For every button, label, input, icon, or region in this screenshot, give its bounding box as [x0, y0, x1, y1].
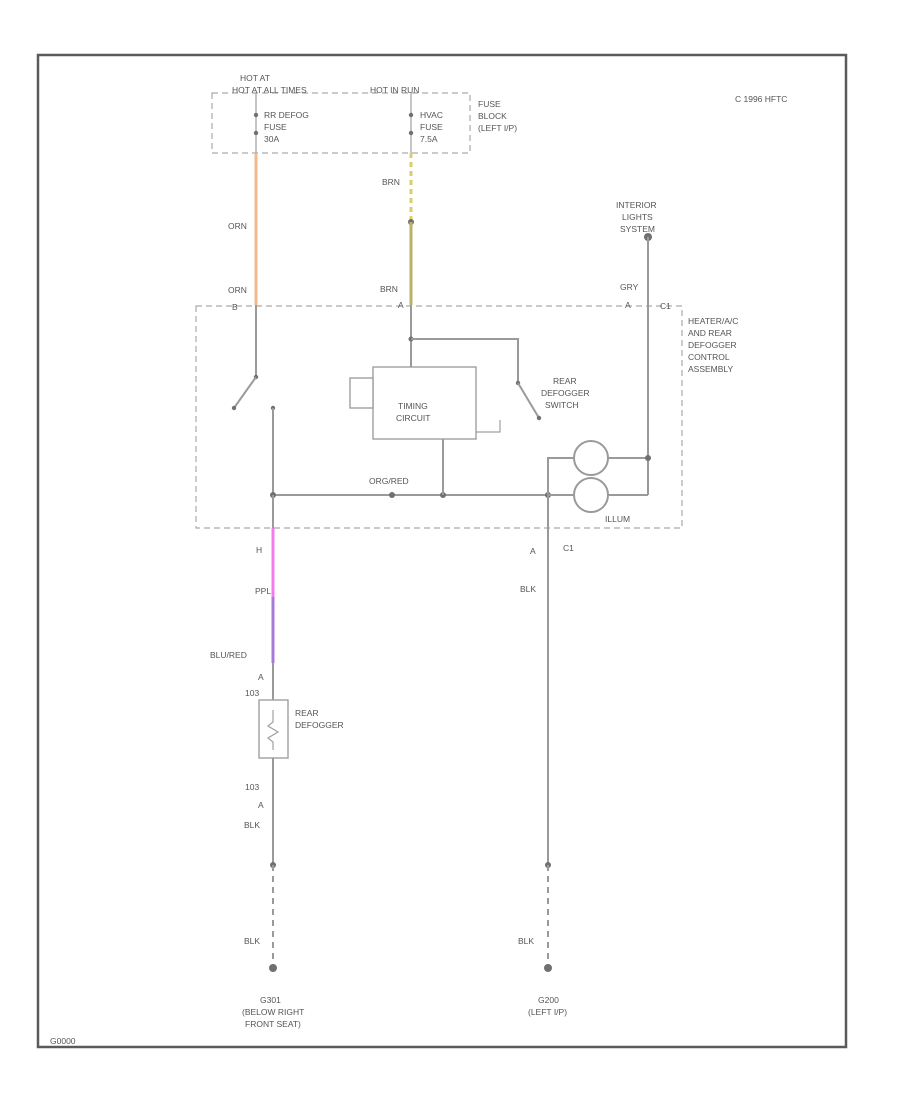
org-red-label: ORG/RED: [369, 476, 409, 486]
connector-h-label: H: [256, 545, 262, 555]
indicator-lamps: [547, 305, 651, 513]
bus-mid-splice: [389, 492, 395, 498]
brn-lower-label: BRN: [380, 284, 398, 294]
connector-c1-right-label: C1: [660, 301, 671, 311]
connector-a-bottom-label: A: [530, 546, 536, 556]
blu-red-label: BLU/RED: [210, 650, 247, 660]
fuse-left-symbol: [253, 93, 259, 153]
c103-top-label: 103: [245, 688, 259, 698]
timing-to-switch-link: [476, 420, 501, 433]
blk-right-mid-label: BLK: [520, 584, 536, 594]
switch-bottom-pin: [536, 415, 542, 421]
interior-lights-label: INTERIOR LIGHTS SYSTEM: [616, 200, 659, 234]
control-assembly-label: HEATER/A/C AND REAR DEFOGGER CONTROL ASS…: [688, 316, 741, 374]
connector-a-label: A: [398, 300, 404, 310]
rear-defogger-element: [258, 699, 289, 759]
diagram-border: [36, 53, 848, 1049]
fuse-right-symbol: [408, 93, 414, 153]
illum-label: ILLUM: [605, 514, 630, 524]
blk-right-bottom-label: BLK: [518, 936, 534, 946]
orn-lower-label: ORN: [228, 285, 247, 295]
timing-circuit: [349, 366, 477, 440]
connector-a-right-label: A: [625, 300, 631, 310]
relay-contact: [231, 305, 276, 495]
connector-c1-bottom-label: C1: [563, 543, 574, 553]
ground-g200-symbol: [544, 964, 552, 972]
figure-id: G0000: [50, 1036, 76, 1046]
rear-defogger-label: REAR DEFOGGER: [295, 708, 344, 730]
orn-upper-label: ORN: [228, 221, 247, 231]
rear-defogger-switch-blade: [517, 382, 540, 419]
fuse-block-outline: [211, 92, 471, 154]
c103-pin-a-label: A: [258, 672, 264, 682]
copyright-text: C 1996 HFTC: [735, 94, 787, 104]
timing-circuit-label: TIMING CIRCUIT: [396, 401, 430, 423]
switch-feed-wire: [411, 338, 519, 383]
ground-g200-label: G200 (LEFT I/P): [528, 995, 567, 1017]
connector-b-label: B: [232, 302, 238, 312]
fuse-right-text: HVAC FUSE 7.5A: [420, 110, 445, 144]
c103-bottom-label: 103: [245, 782, 259, 792]
fuse-block-label: FUSE BLOCK (LEFT I/P): [478, 99, 517, 133]
ppl-label: PPL: [255, 586, 271, 596]
blk-left-mid-label: BLK: [244, 820, 260, 830]
hot-at-left-label: HOT AT HOT AT ALL TIMES: [232, 73, 307, 95]
control-assembly-outline: [195, 305, 683, 529]
rear-defogger-switch-label: REAR DEFOGGER SWITCH: [541, 376, 592, 410]
fuse-left-text: RR DEFOG FUSE 30A: [264, 110, 311, 144]
c103-bottom-pin-label: A: [258, 800, 264, 810]
gry-label: GRY: [620, 282, 639, 292]
hot-at-left-text: HOT AT ALL TIMES: [232, 85, 307, 95]
brn-upper-label: BRN: [382, 177, 400, 187]
blk-left-bottom-label: BLK: [244, 936, 260, 946]
ground-g301-symbol: [269, 964, 277, 972]
ground-g301-label: G301 (BELOW RIGHT FRONT SEAT): [242, 995, 307, 1029]
hot-at-right-label: HOT IN RUN: [370, 85, 419, 95]
